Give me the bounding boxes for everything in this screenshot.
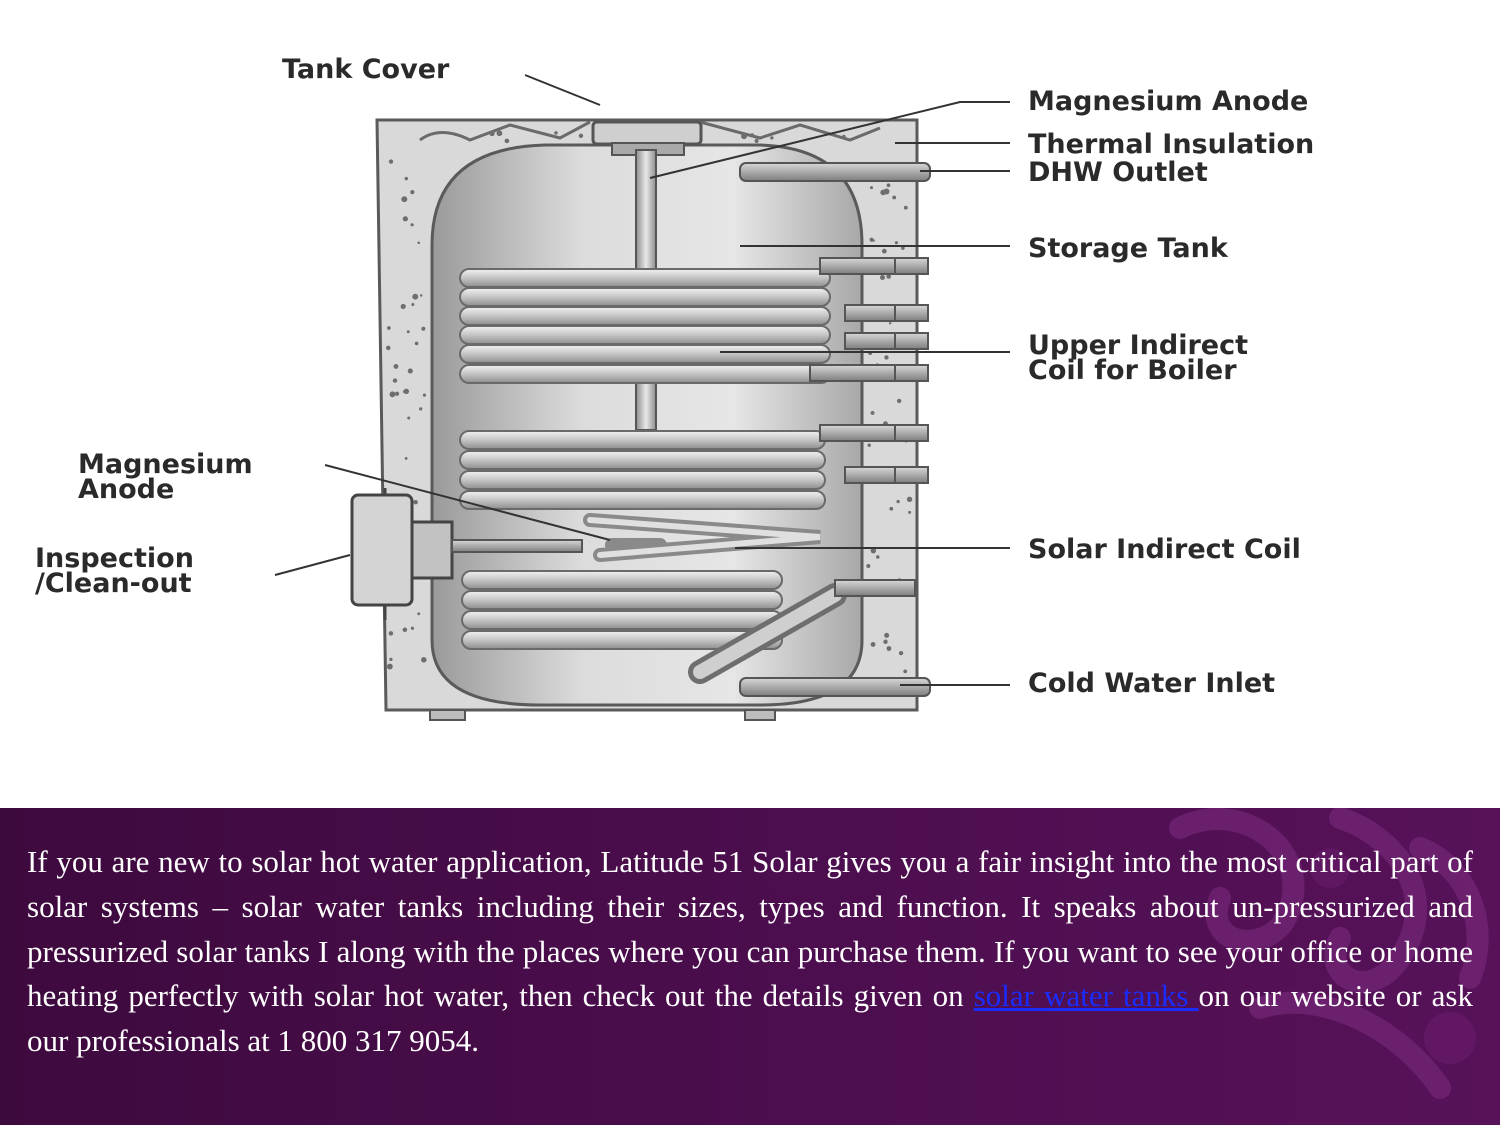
leader-lines bbox=[274, 74, 1010, 686]
solar-tank-diagram: Tank Cover Magnesium Anode Thermal Insul… bbox=[35, 54, 1315, 721]
inspection-cleanout-flange bbox=[350, 488, 583, 620]
solar-indirect-coil bbox=[459, 430, 826, 650]
coil-connection-stubs bbox=[809, 257, 929, 484]
label-cold-water-inlet: Cold Water Inlet bbox=[1028, 668, 1275, 699]
label-upper-coil-line2: Coil for Boiler bbox=[1028, 355, 1237, 386]
decorative-swirl-ornament bbox=[1169, 808, 1489, 1099]
caption-text-before-link: If you are new to solar hot water applic… bbox=[27, 844, 1473, 1014]
label-inspection-line2: /Clean-out bbox=[35, 568, 192, 599]
label-storage-tank: Storage Tank bbox=[1028, 233, 1229, 264]
cold-water-diagonal-pipe bbox=[688, 579, 916, 684]
caption-text-after-link: on our website or ask our professionals … bbox=[27, 978, 1473, 1059]
caption-panel: If you are new to solar hot water applic… bbox=[0, 808, 1500, 1125]
upper-indirect-coil bbox=[459, 268, 831, 384]
label-magnesium-anode-left-line2: Anode bbox=[78, 474, 174, 505]
solar-water-tanks-link[interactable]: solar water tanks bbox=[973, 978, 1199, 1014]
dhw-outlet-pipe bbox=[739, 162, 931, 182]
tank-feet bbox=[429, 709, 776, 721]
cold-water-inlet-pipe bbox=[739, 677, 931, 697]
label-tank-cover: Tank Cover bbox=[282, 54, 450, 85]
tank-cutaway-illustration: Tank Cover Magnesium Anode Thermal Insul… bbox=[35, 54, 1314, 721]
label-magnesium-anode-top: Magnesium Anode bbox=[1028, 86, 1308, 117]
label-upper-coil-line1: Upper Indirect bbox=[1028, 330, 1248, 361]
label-thermal-insulation: Thermal Insulation bbox=[1028, 129, 1314, 160]
label-magnesium-anode-left-line1: Magnesium bbox=[78, 449, 253, 480]
label-solar-indirect-coil: Solar Indirect Coil bbox=[1028, 534, 1301, 565]
caption-paragraph: If you are new to solar hot water applic… bbox=[27, 840, 1473, 1064]
label-inspection-line1: Inspection bbox=[35, 543, 194, 574]
label-dhw-outlet: DHW Outlet bbox=[1028, 157, 1208, 188]
